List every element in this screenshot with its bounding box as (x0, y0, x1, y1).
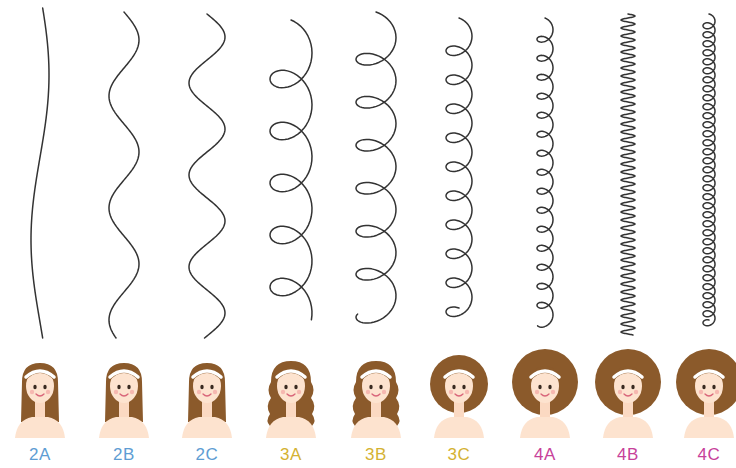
hair-type-label: 4A (534, 445, 556, 465)
hair-strand (270, 20, 312, 320)
hair-strand (31, 8, 49, 338)
face-figure (603, 367, 653, 439)
hair-strand (703, 14, 715, 326)
hair-type-label: 4B (617, 445, 639, 465)
face-figure (351, 367, 401, 439)
hair-strand (446, 18, 472, 316)
hair-type-label: 2C (196, 445, 219, 465)
hair-strand (189, 14, 225, 338)
hair-strand (356, 12, 396, 323)
face-figure (266, 367, 316, 439)
face-figure (684, 367, 734, 439)
hair-strand (537, 18, 553, 327)
hair-strand (621, 14, 635, 335)
hair-type-label: 2A (29, 445, 51, 465)
face-figure (434, 367, 484, 439)
face-figure (520, 367, 570, 439)
hair-type-label: 3C (448, 445, 471, 465)
hair-type-label: 2B (113, 445, 135, 465)
hair-type-label: 3B (365, 445, 387, 465)
face-figure (15, 367, 65, 439)
hair-strand (109, 12, 139, 338)
hair-type-label: 3A (280, 445, 302, 465)
face-figure (99, 367, 149, 439)
hair-type-label: 4C (698, 445, 721, 465)
face-figure (182, 367, 232, 439)
